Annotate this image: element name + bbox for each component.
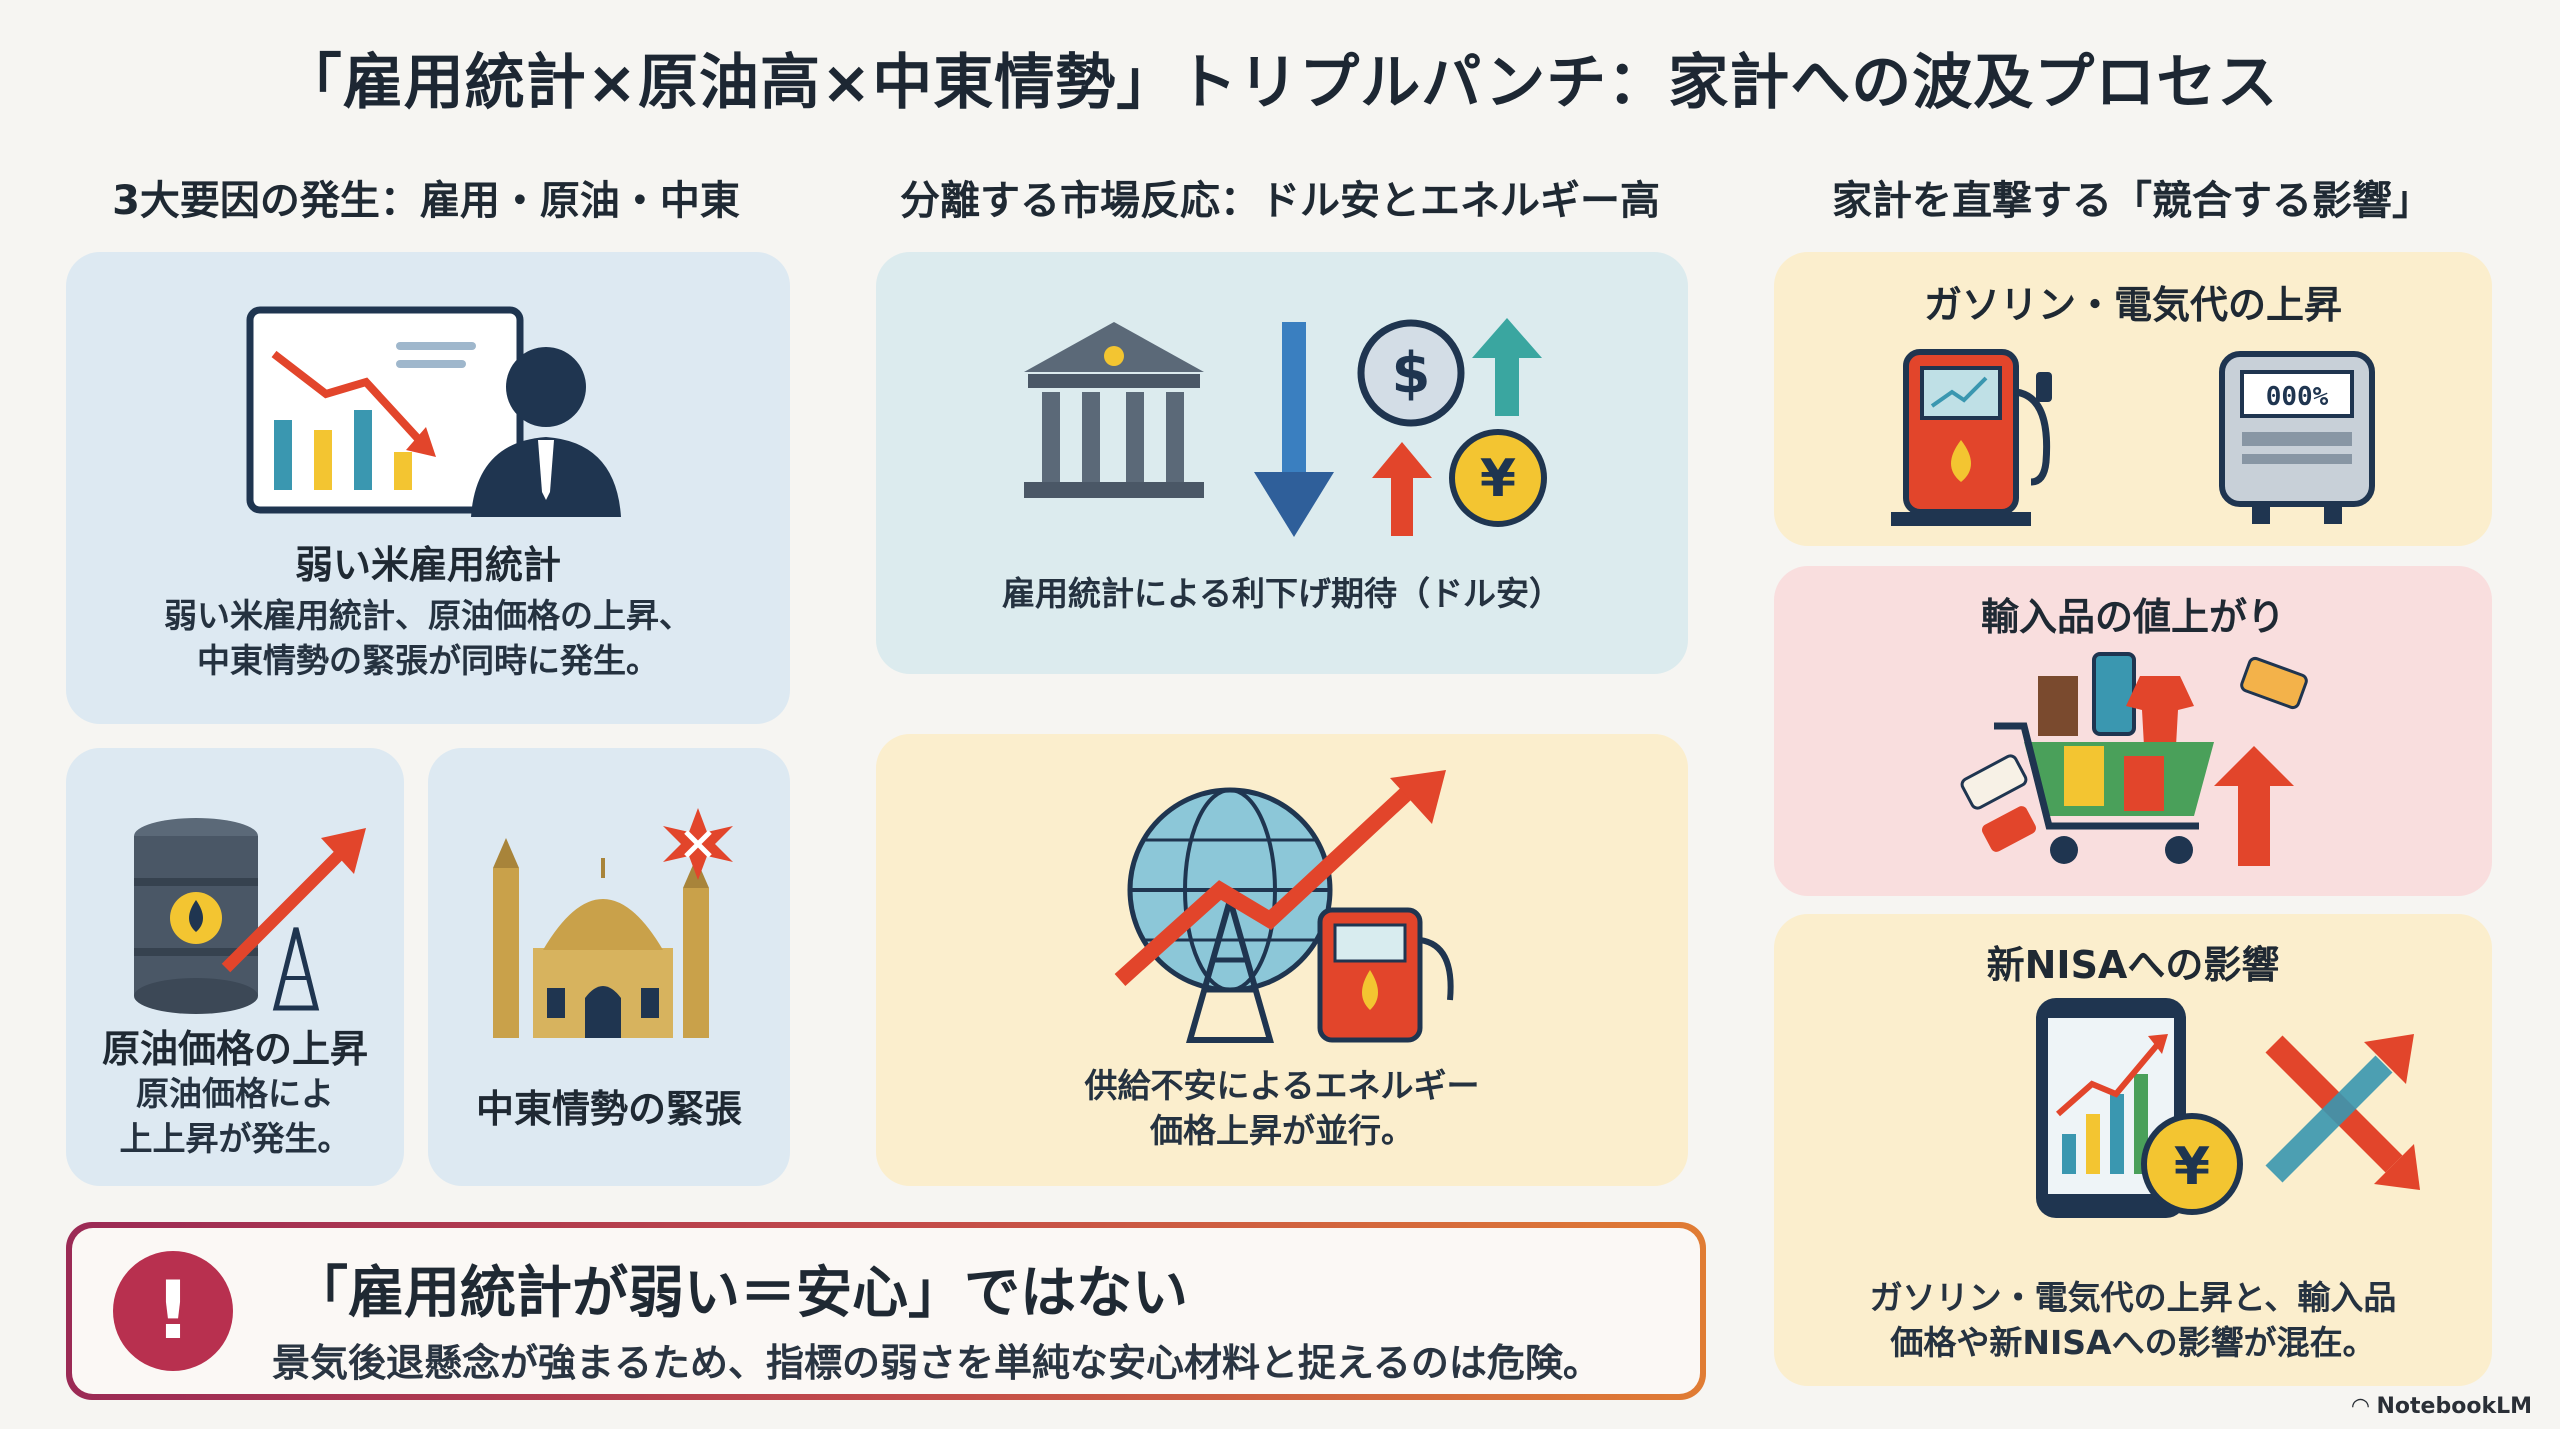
nisa-text-line-2: 価格や新NISAへの影響が混在。: [1890, 1322, 2376, 1362]
notebooklm-logo: ◠ NotebookLM: [2352, 1394, 2532, 1419]
smartphone-chart-icon: ¥: [2036, 998, 2243, 1218]
nisa-yen-symbol: ¥: [2174, 1137, 2210, 1197]
dollar-coin-icon: $: [1357, 319, 1465, 427]
rate-cut-text: 雇用統計による利下げ期待（ドル安）: [1001, 574, 1562, 613]
meter-display: 000%: [2266, 382, 2329, 412]
oil-title: 原油価格の上昇: [101, 1027, 368, 1071]
mideast-card: 中東情勢の緊張: [428, 748, 790, 1186]
exclamation-symbol: !: [155, 1264, 191, 1357]
imports-title: 輸入品の値上がり: [1980, 595, 2285, 639]
nisa-text-line-1: ガソリン・電気代の上昇と、輸入品: [1869, 1278, 2397, 1317]
column-heading-household: 家計を直撃する「競合する影響」: [1832, 178, 2432, 224]
yen-symbol: ¥: [1480, 449, 1516, 509]
exclamation-icon: !: [113, 1251, 233, 1371]
oil-barrel-icon: [134, 818, 366, 1014]
employment-card: 弱い米雇用統計 弱い米雇用統計、原油価格の上昇、 中東情勢の緊張が同時に発生。: [66, 252, 790, 724]
yen-coin-icon: ¥: [1449, 429, 1547, 527]
electric-meter-icon: 000%: [2219, 351, 2375, 524]
oil-card: 原油価格の上昇 原油価格によ 上上昇が発生。: [66, 748, 404, 1186]
warning-text: 景気後退懸念が強まるため、指標の弱さを単純な安心材料と捉えるのは危険。: [272, 1341, 1601, 1385]
red-up-arrow-icon: [1372, 442, 1432, 536]
mideast-title: 中東情勢の緊張: [475, 1087, 742, 1131]
column-heading-market: 分離する市場反応：ドル安とエネルギー高: [900, 178, 1660, 224]
jobs-report-icon: [246, 306, 621, 517]
dollar-symbol: $: [1392, 341, 1431, 406]
logo-icon: ◠: [2351, 1394, 2377, 1419]
mosque-icon: [493, 808, 733, 1038]
utilities-title: ガソリン・電気代の上昇: [1923, 283, 2342, 327]
nisa-card: 新NISAへの影響 ¥ ガソリン・電気代の上昇と、輸入品 価格や新NISAへの影…: [1774, 914, 2492, 1386]
utilities-card: ガソリン・電気代の上昇 000%: [1774, 252, 2492, 546]
employment-text-line-2: 中東情勢の緊張が同時に発生。: [197, 640, 659, 680]
energy-text-line-1: 供給不安によるエネルギー: [1084, 1066, 1480, 1105]
employment-text: 弱い米雇用統計、原油価格の上昇、 中東情勢の緊張が同時に発生。: [66, 594, 790, 683]
nisa-text: ガソリン・電気代の上昇と、輸入品 価格や新NISAへの影響が混在。: [1774, 1276, 2492, 1365]
rate-cut-card: $ ¥ 雇用統計による利下げ期待（ドル安）: [876, 252, 1688, 674]
imports-card: 輸入品の値上がり: [1774, 566, 2492, 896]
page-title: 「雇用統計×原油高×中東情勢」トリプルパンチ：家計への波及プロセス: [281, 48, 2279, 118]
fuel-pump-icon: [1891, 349, 2052, 526]
warning-title: 「雇用統計が弱い＝安心」ではない: [292, 1261, 1188, 1326]
energy-card: 供給不安によるエネルギー 価格上昇が並行。: [876, 734, 1688, 1186]
employment-title: 弱い米雇用統計: [294, 543, 561, 587]
logo-text: NotebookLM: [2376, 1394, 2532, 1419]
oil-text-line-2: 上上昇が発生。: [119, 1118, 351, 1158]
warning-box: ! 「雇用統計が弱い＝安心」ではない 景気後退懸念が強まるため、指標の弱さを単純…: [66, 1222, 1706, 1400]
oil-text-line-1: 原油価格によ: [136, 1074, 334, 1113]
energy-text-line-2: 価格上昇が並行。: [1150, 1110, 1414, 1150]
nisa-title: 新NISAへの影響: [1986, 943, 2280, 987]
employment-text-line-1: 弱い米雇用統計、原油価格の上昇、: [164, 596, 692, 635]
down-arrow-icon: [1254, 322, 1334, 537]
shopping-cart-icon: [1960, 652, 2308, 866]
oil-text: 原油価格によ 上上昇が発生。: [66, 1072, 404, 1161]
up-arrow-icon: [1472, 318, 1542, 416]
column-heading-causes: 3大要因の発生：雇用・原油・中東: [112, 178, 740, 224]
energy-price-icon: [1114, 770, 1454, 1043]
central-bank-icon: [1024, 322, 1204, 498]
energy-text: 供給不安によるエネルギー 価格上昇が並行。: [876, 1064, 1688, 1153]
crossing-arrows-icon: [2265, 1034, 2420, 1190]
